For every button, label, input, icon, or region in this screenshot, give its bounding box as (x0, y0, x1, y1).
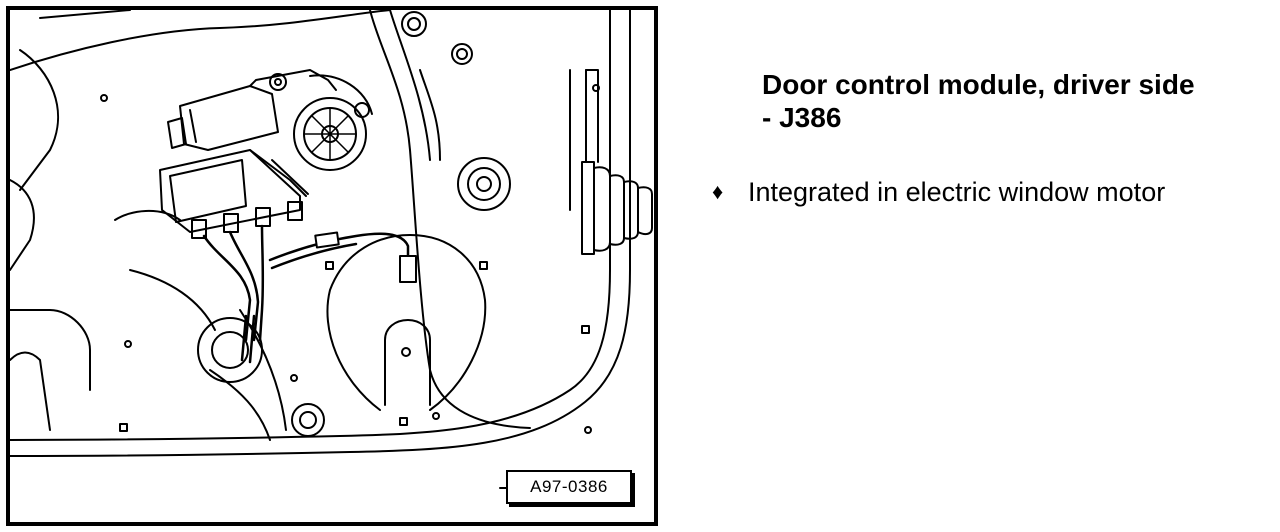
component-title-line1: Door control module, driver side (762, 69, 1195, 100)
panel-holes (100, 11, 600, 437)
gaiter-grommet (581, 69, 653, 255)
feature-list-item: ♦ Integrated in electric window motor (712, 176, 1272, 208)
door-panel-drawing (10, 10, 653, 489)
component-title: Door control module, driver side - J386 (762, 68, 1272, 134)
grommet-icon (197, 314, 263, 383)
door-diagram-figure: A97-0386 (6, 6, 658, 526)
door-panel-icon (10, 10, 631, 457)
figure-reference-label: A97-0386 (506, 470, 632, 504)
wiring-harness-icon (202, 224, 417, 342)
feature-text: Integrated in electric window motor (748, 177, 1166, 207)
window-motor-icon (167, 69, 373, 171)
speaker-opening (326, 234, 487, 411)
component-title-line2: - J386 (762, 102, 842, 133)
door-control-module-icon (159, 149, 309, 239)
bullet-diamond-icon: ♦ (712, 179, 724, 204)
